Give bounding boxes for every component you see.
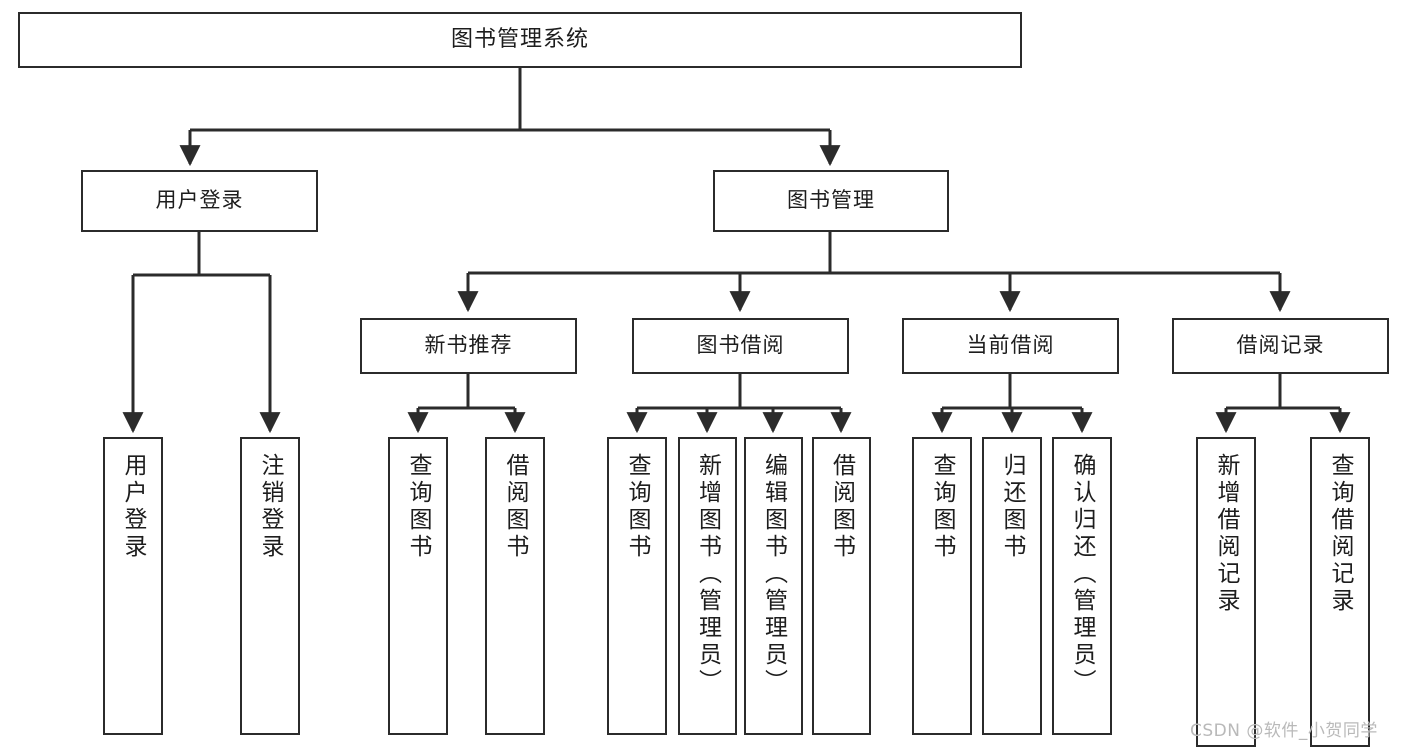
leaf-user-login-1[interactable]: 用户登录 <box>103 437 163 735</box>
node-root-label: 图书管理系统 <box>450 26 589 52</box>
leaf-borrow-record-2-label: 查询借阅记录 <box>1327 453 1354 615</box>
leaf-user-login-2[interactable]: 注销登录 <box>240 437 300 735</box>
leaf-borrow-record-2[interactable]: 查询借阅记录 <box>1310 437 1370 747</box>
leaf-current-borrow-1-label: 查询图书 <box>929 453 956 561</box>
watermark: CSDN @软件_小贺同学 <box>1190 721 1378 741</box>
leaf-user-login-2-label: 注销登录 <box>257 453 284 561</box>
leaf-new-book-1[interactable]: 查询图书 <box>388 437 448 735</box>
node-borrow-record[interactable]: 借阅记录 <box>1172 318 1389 374</box>
node-new-book-recommend-label: 新书推荐 <box>424 333 513 358</box>
leaf-new-book-2-label: 借阅图书 <box>502 453 529 561</box>
node-book-manage[interactable]: 图书管理 <box>713 170 949 232</box>
node-borrow-record-label: 借阅记录 <box>1236 333 1325 358</box>
leaf-book-borrow-3-label: 编辑图书（管理员） <box>760 453 787 696</box>
leaf-current-borrow-2-label: 归还图书 <box>999 453 1026 561</box>
node-current-borrow-label: 当前借阅 <box>966 333 1055 358</box>
node-root[interactable]: 图书管理系统 <box>18 12 1022 68</box>
node-current-borrow[interactable]: 当前借阅 <box>902 318 1119 374</box>
node-book-manage-label: 图书管理 <box>787 188 875 213</box>
leaf-new-book-2[interactable]: 借阅图书 <box>485 437 545 735</box>
leaf-borrow-record-1[interactable]: 新增借阅记录 <box>1196 437 1256 747</box>
leaf-book-borrow-4[interactable]: 借阅图书 <box>812 437 871 735</box>
leaf-borrow-record-1-label: 新增借阅记录 <box>1213 453 1240 615</box>
leaf-current-borrow-2[interactable]: 归还图书 <box>982 437 1042 735</box>
leaf-current-borrow-3[interactable]: 确认归还（管理员） <box>1052 437 1112 735</box>
leaf-book-borrow-3[interactable]: 编辑图书（管理员） <box>744 437 803 735</box>
leaf-current-borrow-3-label: 确认归还（管理员） <box>1069 453 1096 696</box>
node-book-borrow[interactable]: 图书借阅 <box>632 318 849 374</box>
leaf-book-borrow-4-label: 借阅图书 <box>828 453 855 561</box>
leaf-book-borrow-2-label: 新增图书（管理员） <box>694 453 721 696</box>
leaf-current-borrow-1[interactable]: 查询图书 <box>912 437 972 735</box>
node-new-book-recommend[interactable]: 新书推荐 <box>360 318 577 374</box>
node-user-login-label: 用户登录 <box>155 188 244 213</box>
leaf-book-borrow-2[interactable]: 新增图书（管理员） <box>678 437 737 735</box>
node-user-login[interactable]: 用户登录 <box>81 170 318 232</box>
leaf-new-book-1-label: 查询图书 <box>405 453 432 561</box>
leaf-user-login-1-label: 用户登录 <box>120 453 147 561</box>
node-book-borrow-label: 图书借阅 <box>696 333 785 358</box>
leaf-book-borrow-1[interactable]: 查询图书 <box>607 437 667 735</box>
leaf-book-borrow-1-label: 查询图书 <box>624 453 651 561</box>
